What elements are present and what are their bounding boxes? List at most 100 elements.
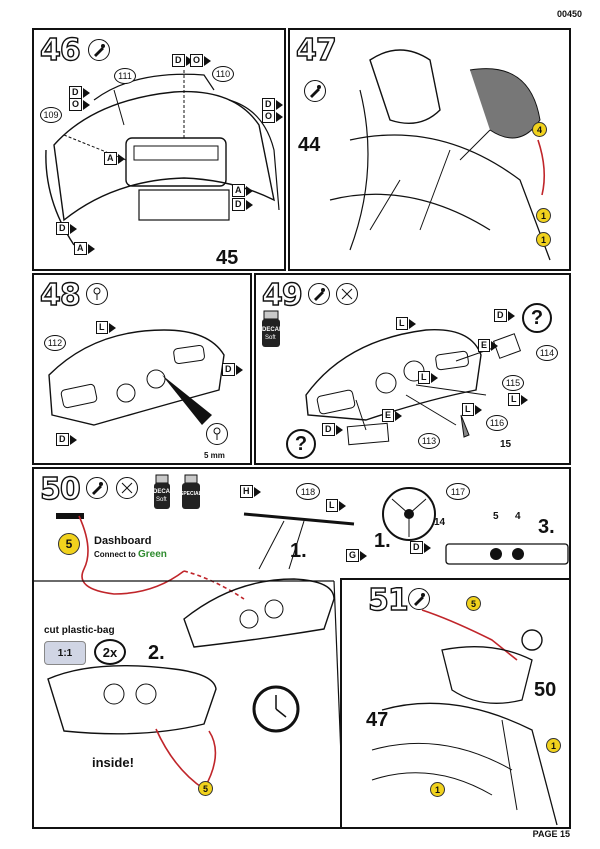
glue-icon	[88, 39, 110, 61]
step-number: 51	[367, 583, 409, 618]
step-48-panel: 48 112 L D D 5 mm	[32, 273, 252, 465]
car-interior-drawing	[329, 49, 551, 261]
glue-icon	[304, 80, 326, 102]
connector-5-bubble: 5	[198, 781, 213, 796]
size-label: 5 mm	[204, 451, 225, 460]
step-number: 49	[261, 278, 303, 313]
page-number: PAGE 15	[532, 829, 570, 839]
scale-chip: 1:1	[44, 641, 86, 665]
part-114: 114	[536, 345, 558, 361]
assembly-number: 45	[216, 247, 239, 269]
decal-bottle-icon	[154, 474, 170, 509]
marker-d: D	[56, 222, 77, 235]
paint-icon	[336, 283, 358, 305]
marker-a: A	[104, 152, 125, 165]
decal-bottle-icon	[262, 310, 280, 347]
decal-label: DECAL	[262, 327, 283, 333]
substep-2: 2.	[148, 642, 165, 664]
step-46-panel: 46 111 110 109 D O D O D O A A D D A 45	[32, 28, 286, 271]
special-bottle-icon	[182, 474, 200, 509]
marker-d: D	[69, 86, 90, 99]
gauge-4-label: 4	[515, 511, 521, 522]
marker-d: D	[494, 309, 515, 322]
dashboard-drawing	[48, 329, 225, 426]
cut-plastic-bag-label: cut plastic-bag	[44, 625, 115, 636]
part-112: 112	[44, 335, 66, 351]
marker-g: G	[346, 549, 368, 562]
dashboard-label: Dashboard	[94, 535, 152, 547]
step-47-panel: 47 44 4 1 1	[288, 28, 571, 271]
question-bubble: ?	[522, 303, 552, 333]
part-113: 113	[418, 433, 440, 449]
marker-l: L	[96, 321, 116, 334]
marker-a: A	[74, 242, 95, 255]
marker-d: D	[222, 363, 243, 376]
marker-d: D	[410, 541, 431, 554]
part-115: 115	[502, 375, 524, 391]
glue-icon	[308, 283, 330, 305]
paint-icon	[116, 477, 138, 499]
connector-1-bubble: 1	[536, 208, 551, 223]
assembly-number: 47	[366, 709, 389, 731]
car-interior-drawing	[371, 609, 558, 826]
quantity-badge: 2x	[94, 639, 126, 665]
marker-l: L	[326, 499, 346, 512]
marker-d: D	[232, 198, 253, 211]
step-51-panel: 51 5 50 47 1 1	[340, 578, 571, 829]
step-number: 50	[39, 472, 81, 507]
step-49-panel: 49 DECAL Soft ? ? D E 114 L L 115 L L 11…	[254, 273, 571, 465]
decal-sublabel: Soft	[156, 497, 167, 503]
marker-h: H	[240, 485, 261, 498]
connect-label: Connect to Green	[94, 549, 167, 560]
part-116: 116	[486, 415, 508, 431]
assembly-number: 50	[534, 679, 557, 701]
glue-icon	[408, 588, 430, 610]
connector-5-bubble: 5	[466, 596, 481, 611]
question-bubble: ?	[286, 429, 316, 459]
assembly-number: 44	[298, 134, 321, 156]
marker-o: O	[69, 98, 91, 111]
green-text: Green	[138, 549, 167, 560]
glue-icon	[86, 477, 108, 499]
substep-1: 1.	[374, 530, 391, 552]
connector-1-bubble: 1	[546, 738, 561, 753]
marker-l: L	[462, 403, 482, 416]
marker-l: L	[508, 393, 528, 406]
decal-sublabel: Soft	[265, 335, 276, 341]
step-number: 47	[295, 33, 337, 68]
marker-o: O	[262, 110, 284, 123]
marker-l: L	[418, 371, 438, 384]
part-118: 118	[296, 483, 320, 500]
substep-3: 3.	[538, 516, 555, 538]
page-code: 00450	[556, 9, 582, 19]
connector-1-bubble: 1	[536, 232, 551, 247]
part-109: 109	[40, 107, 62, 123]
part-14: 14	[434, 517, 446, 528]
part-117: 117	[446, 483, 470, 500]
part-15: 15	[500, 439, 512, 450]
step-number: 48	[39, 278, 81, 313]
step-number: 46	[39, 33, 81, 68]
marker-e: E	[478, 339, 499, 352]
gauge-5-label: 5	[493, 511, 499, 522]
marker-d: D	[56, 433, 77, 446]
pin-icon	[86, 283, 108, 305]
marker-a: A	[232, 184, 253, 197]
marker-e: E	[382, 409, 403, 422]
connector-1-bubble: 1	[430, 782, 445, 797]
marker-d: D	[172, 54, 193, 67]
connector-5-bubble: 5	[58, 533, 80, 555]
special-label: SPECIAL	[180, 491, 202, 497]
part-111: 111	[114, 68, 136, 84]
marker-o: O	[190, 54, 212, 67]
dashboard-frame-drawing	[45, 70, 280, 246]
connector-4-bubble: 4	[532, 122, 547, 137]
inside-label: inside!	[92, 755, 134, 770]
pin-icon	[206, 423, 228, 445]
part-110: 110	[212, 66, 234, 82]
decal-label: DECAL	[153, 489, 174, 495]
substep-1: 1.	[290, 540, 307, 562]
wiring-and-parts-drawing	[34, 487, 569, 827]
connect-text: Connect to	[94, 550, 136, 559]
marker-d: D	[322, 423, 343, 436]
